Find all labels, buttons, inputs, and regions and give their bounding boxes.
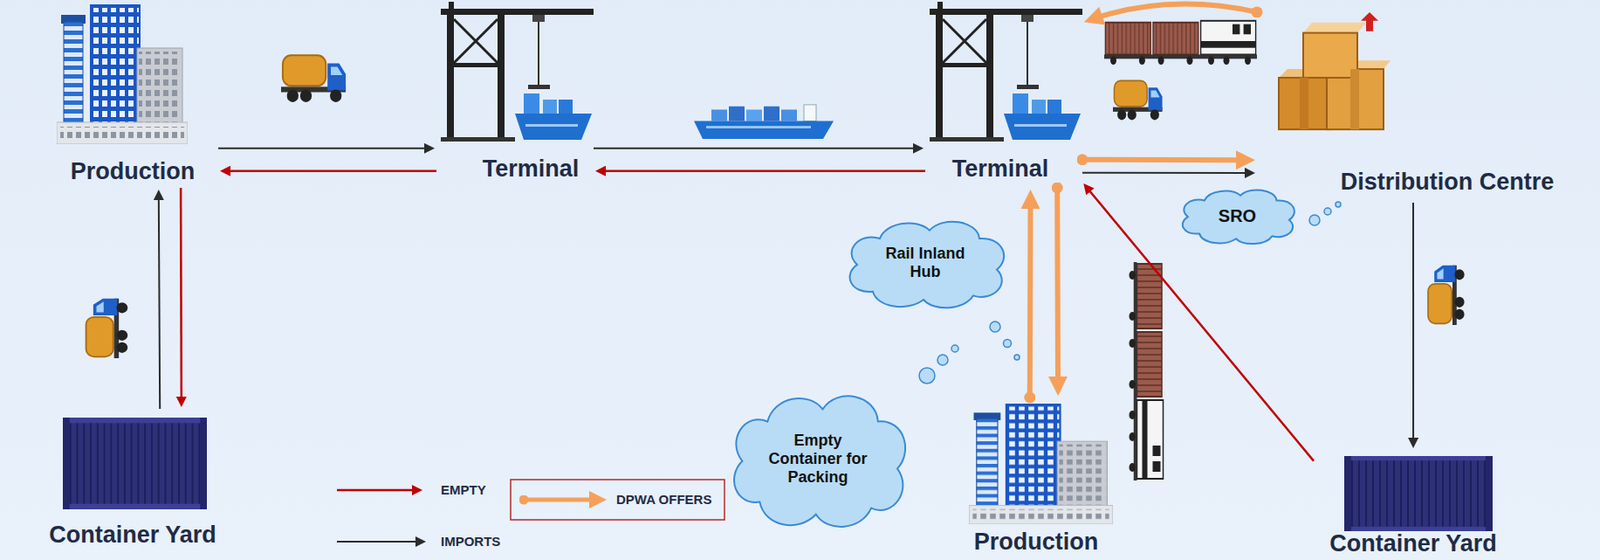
drawing-part [951, 344, 959, 352]
truck-icon [1112, 80, 1163, 120]
cloud-outline [734, 395, 906, 527]
truck-icon [281, 54, 346, 103]
container-icon [62, 417, 207, 509]
cloud-text: SRO [1218, 206, 1257, 226]
import-flow-arrow [218, 147, 430, 150]
import-flow-arrow [158, 194, 160, 409]
terminal: Terminal [925, 0, 1083, 188]
drawing-part [919, 367, 935, 384]
factory-icon [56, 4, 188, 145]
empty-flow-arrow [179, 187, 183, 402]
callout-cloud: Empty Container for Packing [721, 384, 915, 533]
empty-flow-arrow [600, 169, 926, 172]
callout-cloud: Rail Inland Hub [837, 213, 1013, 312]
distribution-centre: Distribution Centre [1256, 0, 1598, 203]
legend-line [336, 488, 418, 492]
drawing-part [1003, 339, 1012, 348]
train-icon [1129, 261, 1164, 481]
drawing-part [86, 298, 129, 358]
import-flow-arrow [1412, 202, 1415, 443]
legend-label: DPWA OFFERS [616, 491, 712, 508]
drawing-part [1014, 354, 1020, 360]
drawing-part [1129, 261, 1164, 481]
ship-icon [693, 104, 834, 139]
node-label: Production [70, 157, 196, 185]
legend-label: IMPORTS [440, 533, 501, 550]
cloud-outline [850, 221, 1005, 309]
legend-line [523, 497, 598, 502]
truck-icon [86, 298, 129, 358]
empty-flow-arrow [225, 169, 437, 172]
node-label: Container Yard [48, 521, 217, 548]
train-icon [1104, 20, 1257, 65]
production-site: Production [48, 0, 219, 188]
offer-arrow [1054, 187, 1061, 386]
offer-arrow [1092, 4, 1257, 20]
drawing-part [1428, 265, 1465, 325]
container-yard: Container Yard [1313, 449, 1515, 560]
container-yard: Container Yard [13, 408, 267, 560]
truck-icon [1428, 265, 1465, 325]
empty-flow-arrow [1086, 187, 1314, 461]
legend-box [510, 479, 725, 520]
legend-label: EMPTY [440, 481, 487, 498]
node-label: Terminal [952, 155, 1050, 182]
drawing-part [937, 354, 948, 365]
factory-icon [968, 403, 1113, 524]
import-flow-arrow [1082, 171, 1250, 174]
node-label: Distribution Centre [1340, 168, 1555, 195]
production-site: Production [960, 397, 1127, 560]
drawing-part [1324, 207, 1332, 215]
offer-arrow [1082, 157, 1246, 163]
node-label: Terminal [482, 155, 580, 182]
legend-line [336, 540, 421, 543]
cloud-text: Empty Container for Packing [765, 431, 871, 487]
crane-icon [929, 1, 1083, 142]
node-label: Production [974, 528, 1099, 555]
drawing-part [1335, 201, 1341, 207]
terminal: Terminal [436, 0, 594, 188]
drawing-part [1309, 214, 1320, 226]
cloud-outline [1182, 189, 1295, 244]
import-flow-arrow [593, 147, 919, 150]
drawing-part [989, 321, 1001, 332]
container-icon [1344, 455, 1493, 531]
cloud-text: Rail Inland Hub [872, 244, 978, 282]
boxes-icon [1278, 12, 1391, 130]
callout-cloud: SRO [1174, 185, 1301, 247]
node-label: Container Yard [1329, 529, 1497, 557]
offer-arrow [1027, 199, 1034, 398]
crane-icon [440, 1, 594, 142]
